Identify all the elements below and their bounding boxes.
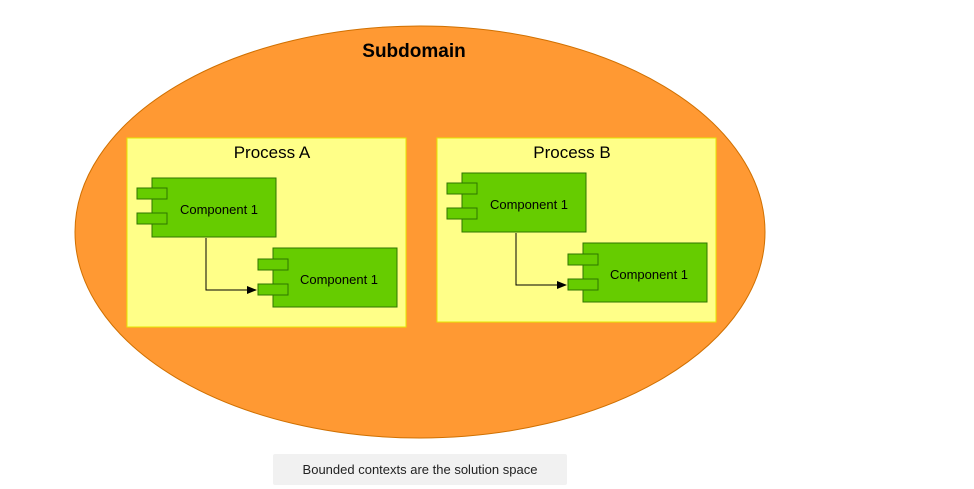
process-b-connector-arrow [515, 233, 567, 289]
component-label: Component 1 [300, 272, 378, 287]
process-b[interactable]: Process B Component 1 Component 1 [436, 137, 717, 323]
component-body[interactable] [461, 172, 587, 233]
component-port-bottom [136, 212, 168, 225]
subdomain-title: Subdomain [362, 41, 465, 62]
process-a-component-1[interactable]: Component 1 [136, 177, 277, 238]
component-label: Component 1 [180, 202, 258, 217]
process-a-component-2[interactable]: Component 1 [257, 247, 398, 308]
component-port-top [567, 253, 599, 266]
component-port-top [257, 258, 289, 271]
component-port-top [446, 182, 478, 195]
component-port-bottom [257, 283, 289, 296]
process-b-label: Process B [533, 143, 610, 162]
process-b-component-2[interactable]: Component 1 [567, 242, 708, 303]
process-b-component-1[interactable]: Component 1 [446, 172, 587, 233]
component-body[interactable] [151, 177, 277, 238]
component-port-top [136, 187, 168, 200]
subdomain-ellipse[interactable] [74, 25, 766, 439]
component-label: Component 1 [610, 267, 688, 282]
component-label: Component 1 [490, 197, 568, 212]
process-a[interactable]: Process A Component 1 Component 1 [126, 137, 407, 328]
component-body[interactable] [582, 242, 708, 303]
caption-label: Bounded contexts are the solution space [273, 454, 567, 485]
process-a-connector-arrow [205, 238, 257, 294]
process-a-label: Process A [234, 143, 311, 162]
component-port-bottom [446, 207, 478, 220]
component-body[interactable] [272, 247, 398, 308]
component-port-bottom [567, 278, 599, 291]
